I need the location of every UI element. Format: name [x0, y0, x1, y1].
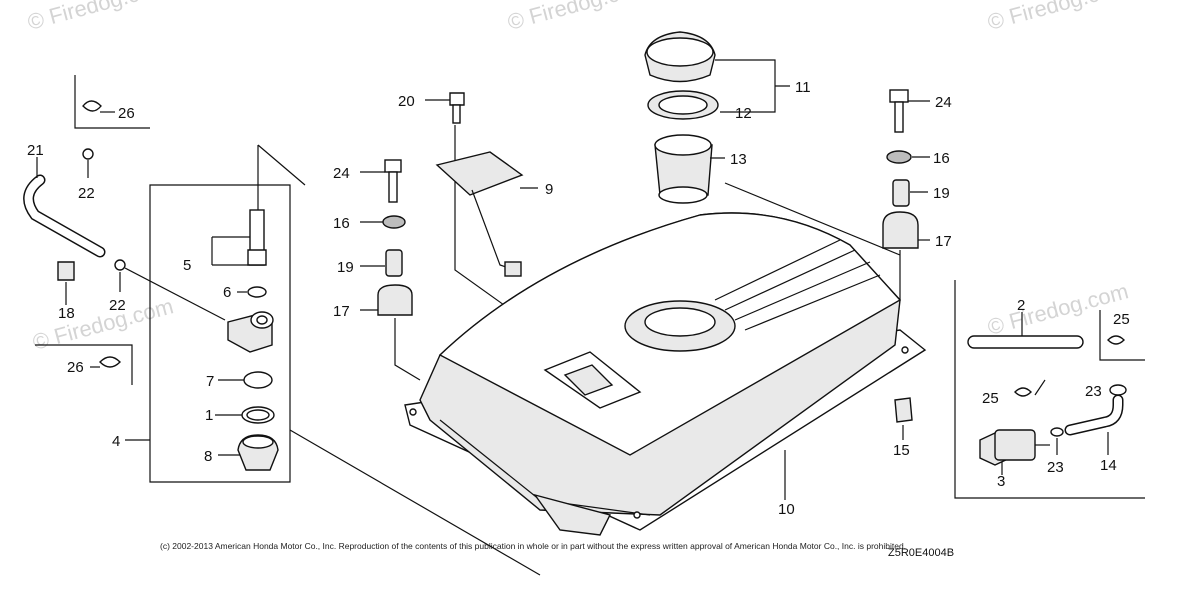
callout-18: 18 [58, 305, 75, 322]
callout-6: 6 [223, 284, 231, 301]
callout-17-right: 17 [935, 233, 952, 250]
callout-15: 15 [893, 442, 910, 459]
watermark-top-right: © Firedog.com [985, 0, 1131, 35]
callout-21: 21 [27, 142, 44, 159]
callout-17-left: 17 [333, 303, 350, 320]
fuel-tank [404, 182, 927, 536]
callout-19-right: 19 [933, 185, 950, 202]
callout-10: 10 [778, 501, 795, 518]
callout-12: 12 [735, 105, 752, 122]
callout-8: 8 [204, 448, 212, 465]
callout-2: 2 [1017, 297, 1025, 314]
fuel-gauge-group [425, 92, 561, 346]
callout-24-right: 24 [935, 94, 952, 111]
callout-3: 3 [997, 473, 1005, 490]
callout-23-bottom: 23 [1047, 459, 1064, 476]
callout-26-bottom: 26 [67, 359, 84, 376]
watermark-top-left: © Firedog.com [25, 0, 171, 35]
callout-16-left: 16 [333, 215, 350, 232]
callout-26-top: 26 [118, 105, 135, 122]
watermark-right: © Firedog.com [985, 278, 1131, 340]
callout-11: 11 [795, 79, 811, 96]
callout-16-right: 16 [933, 150, 950, 167]
left-mount-group [360, 159, 421, 381]
callout-4: 4 [112, 433, 120, 450]
callout-13: 13 [730, 151, 747, 168]
fuel-filter-group [954, 280, 1145, 499]
callout-9: 9 [545, 181, 553, 198]
callout-5: 5 [183, 257, 191, 274]
callout-20: 20 [398, 93, 415, 110]
callout-labels: 26 21 22 5 6 22 18 26 7 1 4 8 20 9 24 16… [27, 79, 1130, 518]
callout-14: 14 [1100, 457, 1117, 474]
filler-cap-group [644, 31, 790, 204]
callout-1: 1 [205, 407, 213, 424]
callout-19-left: 19 [337, 259, 354, 276]
callout-22-bottom: 22 [109, 297, 126, 314]
callout-25-bottom: 25 [982, 390, 999, 407]
callout-7: 7 [206, 373, 214, 390]
copyright-notice: (c) 2002-2013 American Honda Motor Co., … [160, 541, 906, 551]
watermark-top-center: © Firedog.com [505, 0, 651, 35]
callout-23-top: 23 [1085, 383, 1102, 400]
callout-25-top: 25 [1113, 311, 1130, 328]
callout-24-left: 24 [333, 165, 350, 182]
callout-22-top: 22 [78, 185, 95, 202]
fuel-valve-group [23, 75, 541, 576]
right-mount-group [882, 89, 930, 440]
diagram-code: Z5R0E4004B [888, 547, 954, 559]
